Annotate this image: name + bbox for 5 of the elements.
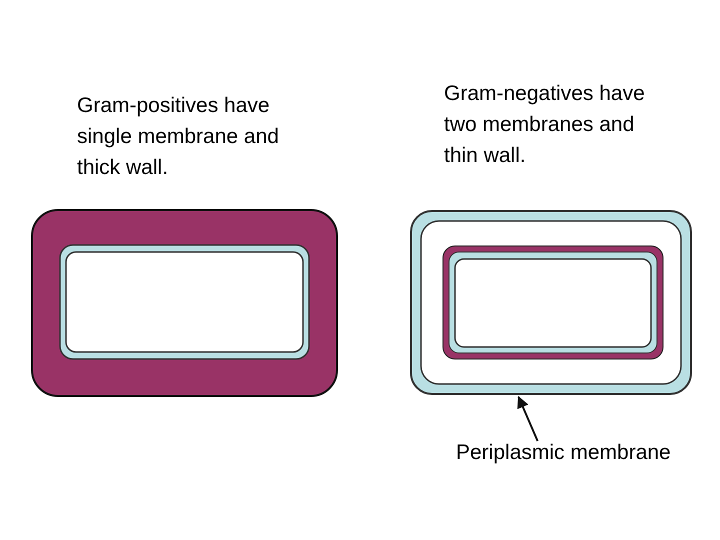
caption-text: Gram-positives have single membrane and thick wall. [77,93,280,181]
arrow [517,396,539,442]
caption-text: Gram-negatives have two membranes and thin wall. [444,81,646,169]
outer-membrane [410,210,692,395]
annotation-text: Periplasmic membrane [456,440,672,466]
